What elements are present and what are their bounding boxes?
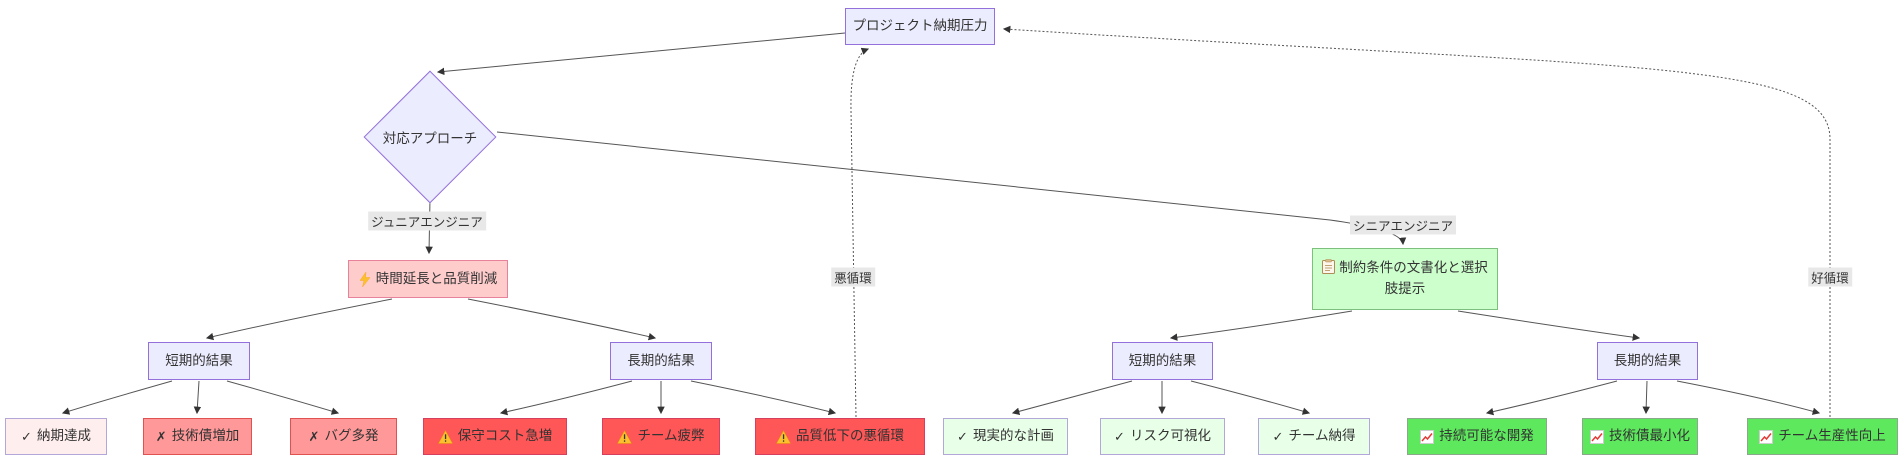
node-label: 納期達成 [36, 428, 91, 444]
node-outcome-team-exhaustion: チーム疲弊 [602, 418, 720, 455]
node-label: 短期的結果 [165, 352, 233, 368]
node-label: バグ多発 [324, 428, 379, 444]
check-icon: ✓ [1272, 428, 1284, 444]
node-senior-long-results: 長期的結果 [1597, 342, 1698, 380]
node-label: 制約条件の文書化と選択肢提示 [1339, 260, 1488, 296]
chart-increasing-icon [1590, 429, 1604, 444]
cross-icon: ✗ [308, 428, 320, 444]
chart-increasing-icon [1420, 429, 1435, 444]
node-label: リスク可視化 [1129, 428, 1211, 444]
node-label-wrap: 制約条件の文書化と選択肢提示 [1319, 258, 1491, 300]
check-icon: ✓ [1114, 428, 1125, 444]
node-label: 短期的結果 [1128, 352, 1197, 368]
node-senior-action: 制約条件の文書化と選択肢提示 [1312, 248, 1498, 310]
lightning-icon [359, 271, 371, 287]
warning-icon [776, 429, 791, 444]
node-outcome-realistic-plan: ✓ 現実的な計画 [943, 418, 1068, 455]
node-label: 技術債最小化 [1609, 428, 1690, 444]
node-outcome-team-agreement: ✓ チーム納得 [1258, 418, 1370, 455]
node-project-pressure: プロジェクト納期圧力 [845, 8, 995, 45]
node-label: 対応アプローチ [382, 131, 478, 146]
node-outcome-deadline-met: ✓ 納期達成 [5, 418, 107, 455]
clipboard-icon [1322, 259, 1336, 275]
node-junior-short-results: 短期的結果 [148, 342, 250, 380]
node-label: 現実的な計画 [972, 428, 1054, 444]
node-senior-short-results: 短期的結果 [1112, 342, 1213, 380]
node-approach-decision: 対応アプローチ [363, 70, 497, 204]
node-label: 品質低下の悪循環 [796, 428, 904, 444]
node-label: 持続可能な開発 [1439, 428, 1534, 444]
node-outcome-frequent-bugs: ✗ バグ多発 [290, 418, 397, 455]
node-label: プロジェクト納期圧力 [852, 18, 988, 34]
node-label: 保守コスト急増 [457, 428, 553, 444]
edge-label-vicious-cycle: 悪循環 [831, 267, 875, 287]
edge-label-virtuous-cycle: 好循環 [1808, 267, 1852, 287]
warning-icon [617, 429, 633, 444]
node-label: 長期的結果 [627, 352, 695, 368]
node-outcome-risk-visibility: ✓ リスク可視化 [1100, 418, 1225, 455]
node-outcome-tech-debt-minimized: 技術債最小化 [1582, 418, 1698, 455]
edge-label-senior-engineer: シニアエンジニア [1349, 215, 1457, 235]
node-label: チーム納得 [1288, 428, 1356, 444]
node-junior-long-results: 長期的結果 [610, 342, 712, 380]
node-label: チーム生産性向上 [1778, 428, 1886, 444]
check-icon: ✓ [21, 428, 32, 444]
node-outcome-quality-decline-cycle: 品質低下の悪循環 [755, 418, 925, 455]
node-outcome-maintenance-cost-surge: 保守コスト急増 [423, 418, 567, 455]
check-icon: ✓ [957, 428, 968, 444]
cross-icon: ✗ [155, 428, 167, 444]
node-label: 時間延長と品質削減 [375, 270, 498, 286]
edge-label-junior-engineer: ジュニアエンジニア [368, 211, 486, 231]
node-label: 技術債増加 [171, 428, 240, 444]
chart-increasing-icon [1759, 429, 1774, 444]
node-outcome-tech-debt-increase: ✗ 技術債増加 [143, 418, 252, 455]
node-junior-action: 時間延長と品質削減 [348, 260, 508, 298]
node-label: チーム疲弊 [637, 428, 705, 444]
node-outcome-team-productivity-up: チーム生産性向上 [1747, 418, 1898, 455]
warning-icon [437, 429, 453, 444]
node-outcome-sustainable-development: 持続可能な開発 [1407, 418, 1547, 455]
node-label: 長期的結果 [1613, 352, 1682, 368]
